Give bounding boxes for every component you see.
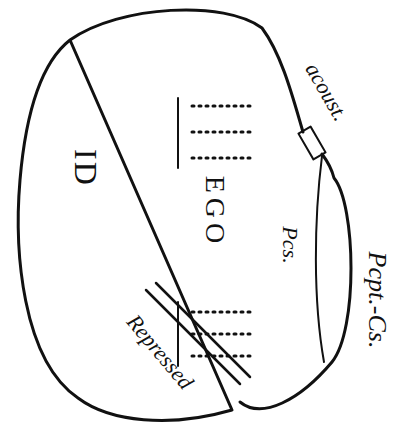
dotted-boundary: [192, 311, 252, 314]
acoustic-box: [298, 127, 325, 160]
dotted-boundary: [192, 157, 252, 160]
sense-label: acoust.: [301, 59, 352, 125]
system-label: Pcpt.-Cs.: [364, 252, 390, 349]
ego-boundary: [177, 98, 179, 168]
dotted-boundary: [192, 333, 252, 336]
dotted-boundary: [192, 131, 252, 134]
psyche-outline: [18, 10, 351, 421]
dotted-boundary: [192, 355, 252, 358]
region-label: Repressed: [123, 311, 197, 394]
dotted-boundary: [192, 105, 252, 108]
perception-boundary: [316, 156, 324, 362]
region-label: EGO: [201, 176, 229, 249]
system-label: Pcs.: [279, 226, 301, 263]
region-label: ID: [70, 149, 102, 187]
